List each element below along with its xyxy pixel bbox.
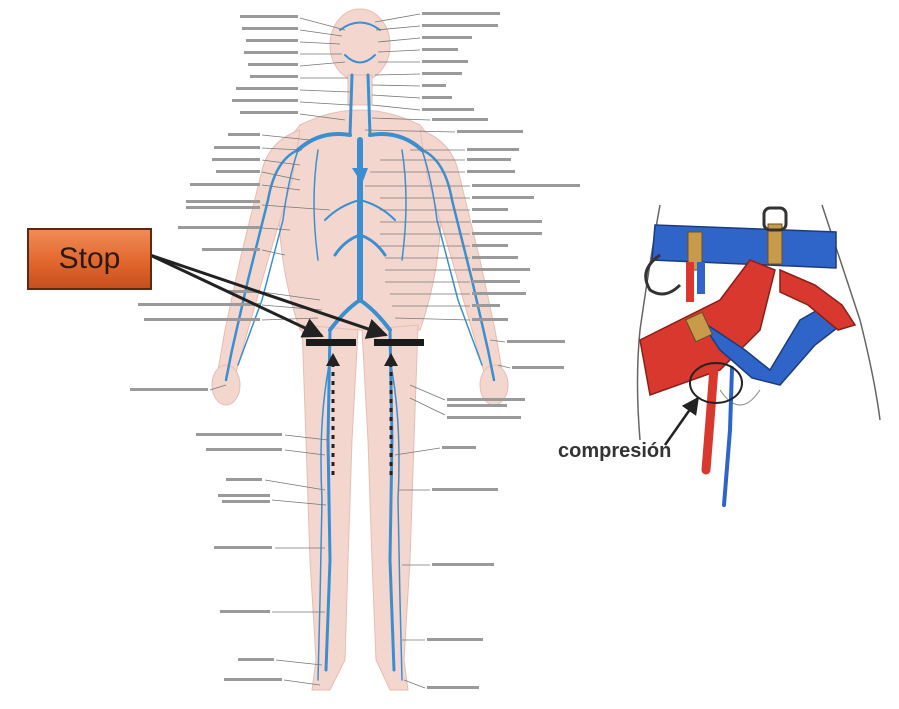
compression-arrow-icon: [665, 398, 698, 445]
right-tourniquet-bar: [374, 339, 424, 346]
stop-label-box: Stop: [27, 228, 152, 290]
climbing-harness-illustration: [638, 205, 881, 505]
stop-label: Stop: [59, 242, 121, 276]
left-tourniquet-bar: [306, 339, 356, 346]
compression-label: compresión: [558, 440, 671, 463]
